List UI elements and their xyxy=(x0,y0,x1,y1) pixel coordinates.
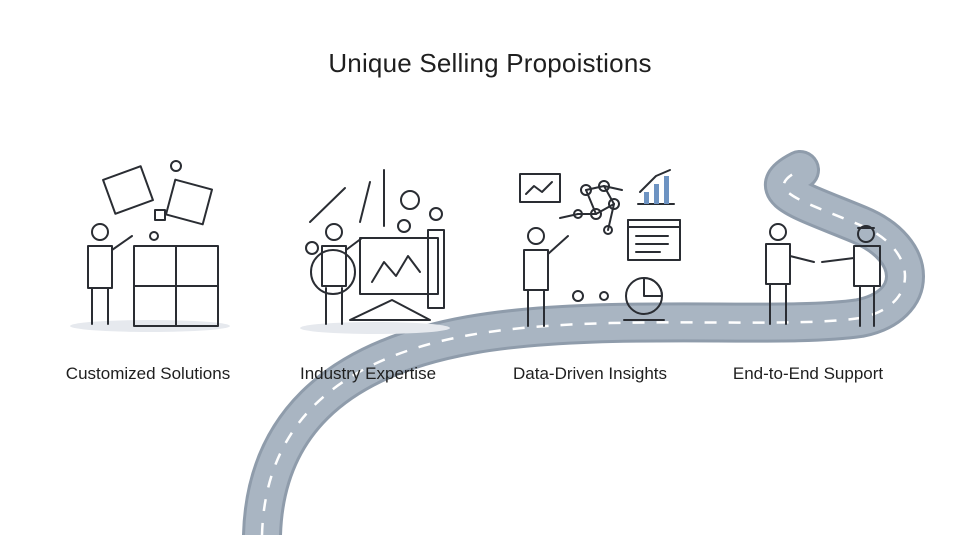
item-label-customized-solutions: Customized Solutions xyxy=(65,364,231,383)
page-title: Unique Selling Propoistions xyxy=(328,48,652,78)
tools-blueprint-icon xyxy=(300,169,450,334)
item-label-industry-expertise: Industry Expertise xyxy=(299,364,437,383)
item-label-data-driven-insights: Data-Driven Insights xyxy=(512,364,668,383)
winding-road xyxy=(242,150,925,535)
puzzle-team-icon xyxy=(70,160,230,332)
item-label-end-to-end-support: End-to-End Support xyxy=(732,364,884,383)
data-network-icon xyxy=(519,169,681,327)
handshake-icon xyxy=(765,223,881,327)
